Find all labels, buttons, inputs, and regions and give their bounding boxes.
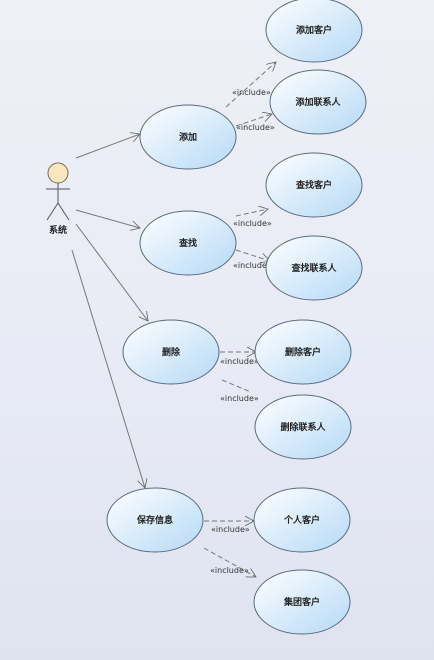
use-case-add-customer[interactable]: 添加客户 [265, 0, 363, 63]
assoc-find [75, 209, 140, 228]
assoc-delete [75, 223, 148, 321]
include-label-personal-customer: «include» [211, 525, 250, 534]
include-line-find-customer [235, 209, 268, 217]
include-label-group-customer: «include» [210, 566, 249, 575]
use-case-find-label: 查找 [178, 237, 197, 249]
assoc-save [71, 249, 145, 488]
use-case-delete-customer[interactable]: 删除客户 [254, 319, 352, 385]
include-line-add-customer [225, 62, 276, 108]
actor-leg-left [46, 202, 59, 221]
actor-leg-right [57, 202, 70, 221]
use-case-personal-customer[interactable]: 个人客户 [253, 487, 351, 553]
use-case-find-contact-label: 查找联系人 [290, 262, 337, 274]
include-line-find-contact [235, 249, 270, 261]
include-line-delete-contact [221, 379, 252, 393]
use-case-add-customer-label: 添加客户 [296, 24, 332, 36]
assoc-add [75, 134, 140, 159]
use-case-save[interactable]: 保存信息 [106, 487, 204, 553]
use-case-save-label: 保存信息 [136, 514, 173, 526]
use-case-find-contact[interactable]: 查找联系人 [265, 235, 363, 301]
include-line-add-contact [235, 114, 272, 127]
use-case-add-contact-label: 添加联系人 [295, 96, 341, 108]
include-label-add-customer: «include» [232, 88, 271, 97]
use-case-delete-customer-label: 删除客户 [285, 346, 321, 358]
use-case-add-label: 添加 [179, 131, 197, 143]
associations [71, 134, 148, 488]
use-case-group-customer[interactable]: 集团客户 [253, 569, 351, 635]
use-case-find-customer[interactable]: 查找客户 [265, 152, 363, 218]
use-case-delete-contact-label: 删除联系人 [280, 421, 326, 433]
include-label-add-contact: «include» [236, 123, 275, 132]
use-case-add-contact[interactable]: 添加联系人 [269, 69, 367, 135]
use-case-group-customer-label: 集团客户 [283, 596, 320, 608]
use-case-delete[interactable]: 删除 [122, 319, 220, 385]
use-case-add[interactable]: 添加 [139, 104, 237, 170]
use-case-find[interactable]: 查找 [139, 210, 237, 276]
include-labels: «include» «include» «include» «include» … [210, 88, 275, 575]
include-label-delete-contact: «include» [220, 394, 259, 403]
use-case-delete-label: 删除 [162, 346, 181, 358]
include-relations [203, 62, 276, 578]
include-label-find-customer: «include» [233, 219, 272, 228]
include-label-find-contact: «include» [233, 261, 272, 270]
actor-label: 系统 [49, 224, 67, 236]
actor-head [47, 162, 69, 184]
use-case-find-customer-label: 查找客户 [295, 179, 332, 191]
use-case-personal-customer-label: 个人客户 [283, 514, 320, 526]
include-line-group-customer [203, 547, 256, 578]
include-label-delete-customer: «include» [220, 357, 259, 366]
actor-system[interactable]: 系统 [46, 162, 70, 236]
use-case-delete-contact[interactable]: 删除联系人 [254, 394, 352, 460]
